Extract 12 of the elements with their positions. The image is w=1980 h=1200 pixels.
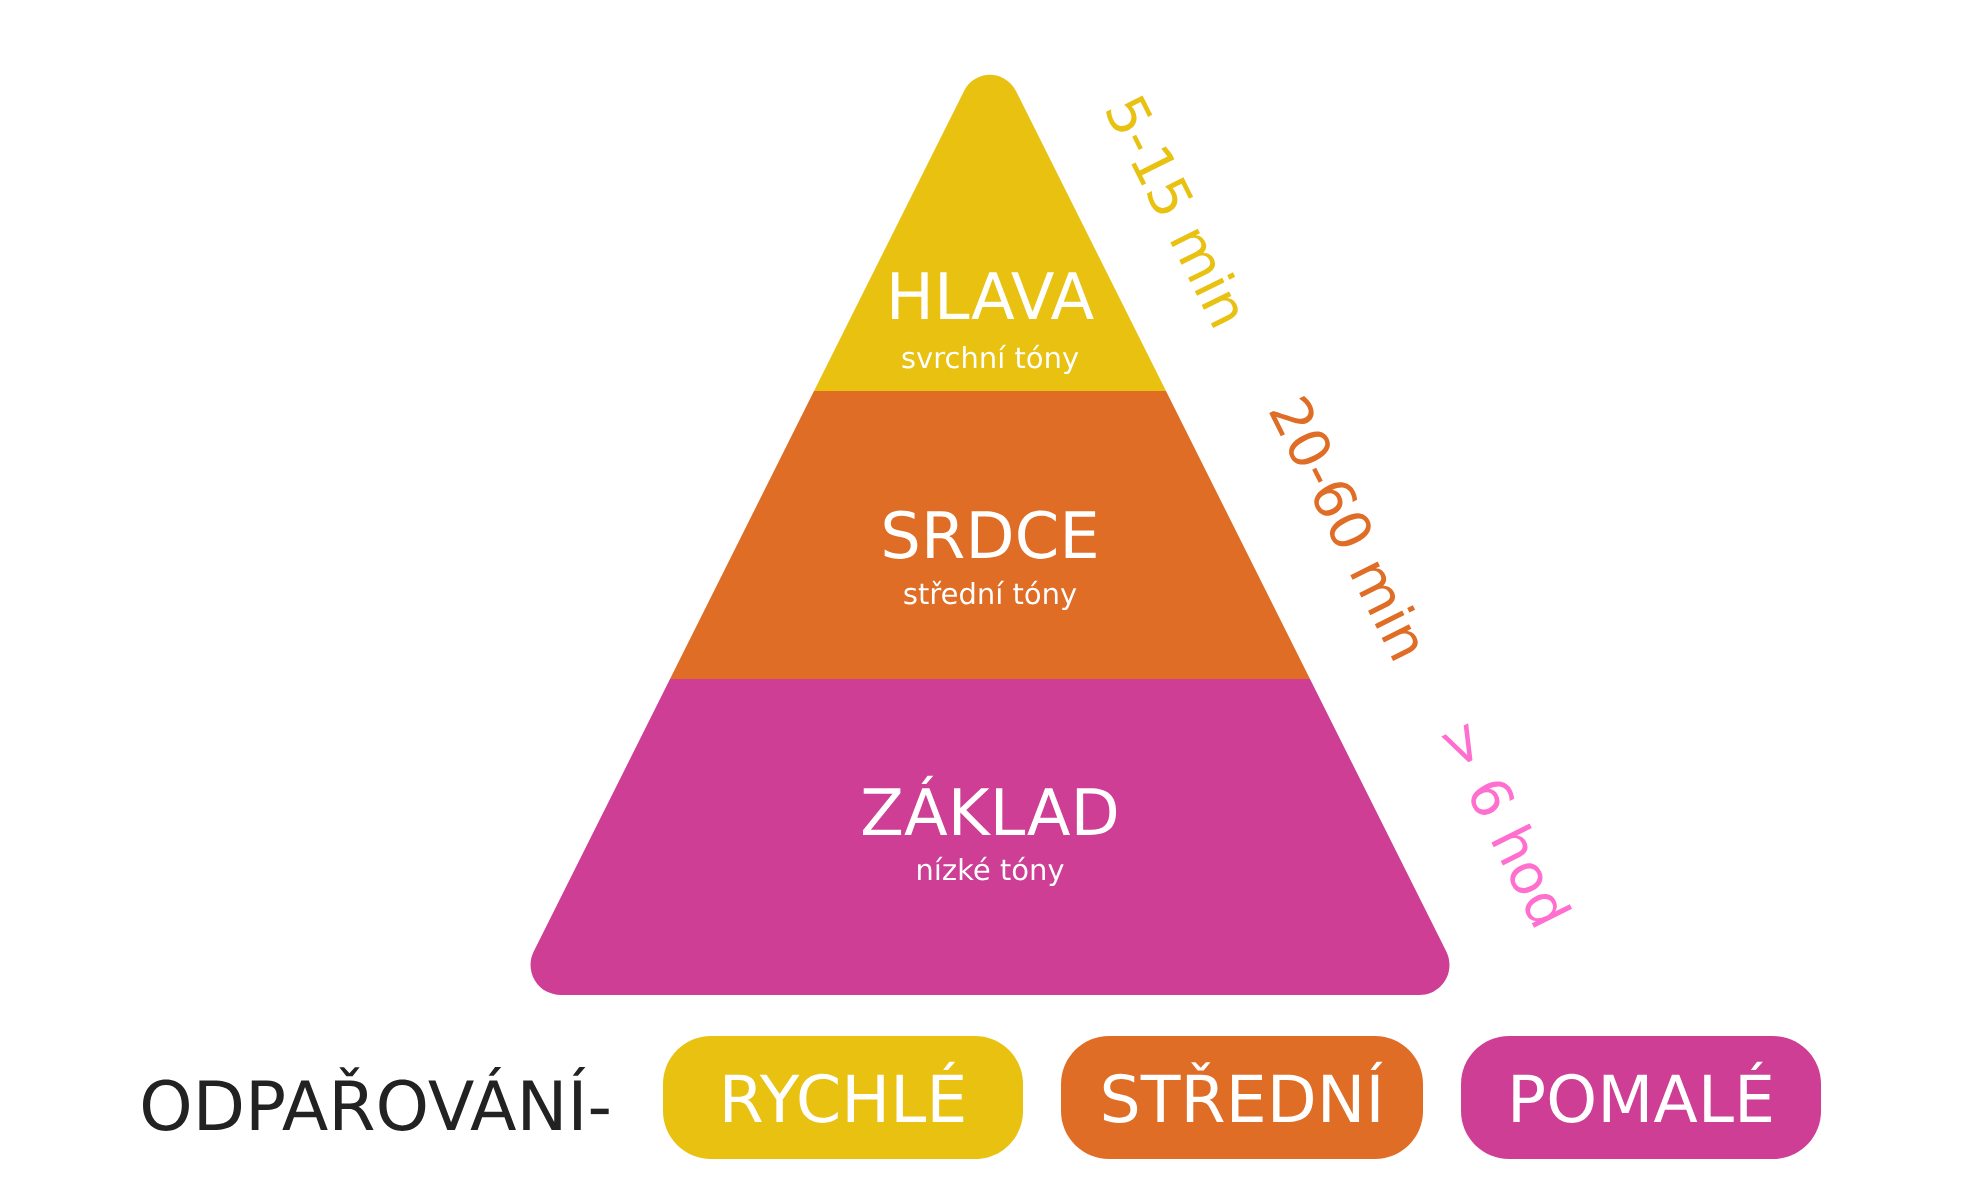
band-subtitle: střední tóny <box>904 580 1077 611</box>
band-title: HLAVA <box>892 272 1094 319</box>
row-label: ODPAŘOVÁNÍ- <box>143 1066 609 1131</box>
time-label: > 6 hod <box>1441 723 1573 928</box>
speed-tag: RYCHLÉ <box>663 1036 1023 1159</box>
band-subtitle: nízké tóny <box>918 856 1064 887</box>
speed-tag: POMALÉ <box>1461 1036 1821 1159</box>
time-label: 5-15 min <box>1106 95 1238 329</box>
speed-tag: STŘEDNÍ <box>1061 1036 1423 1159</box>
band-title: ZÁKLAD <box>863 775 1117 835</box>
band-title: SRDCE <box>884 510 1096 559</box>
band-subtitle: svrchní tóny <box>902 344 1079 375</box>
